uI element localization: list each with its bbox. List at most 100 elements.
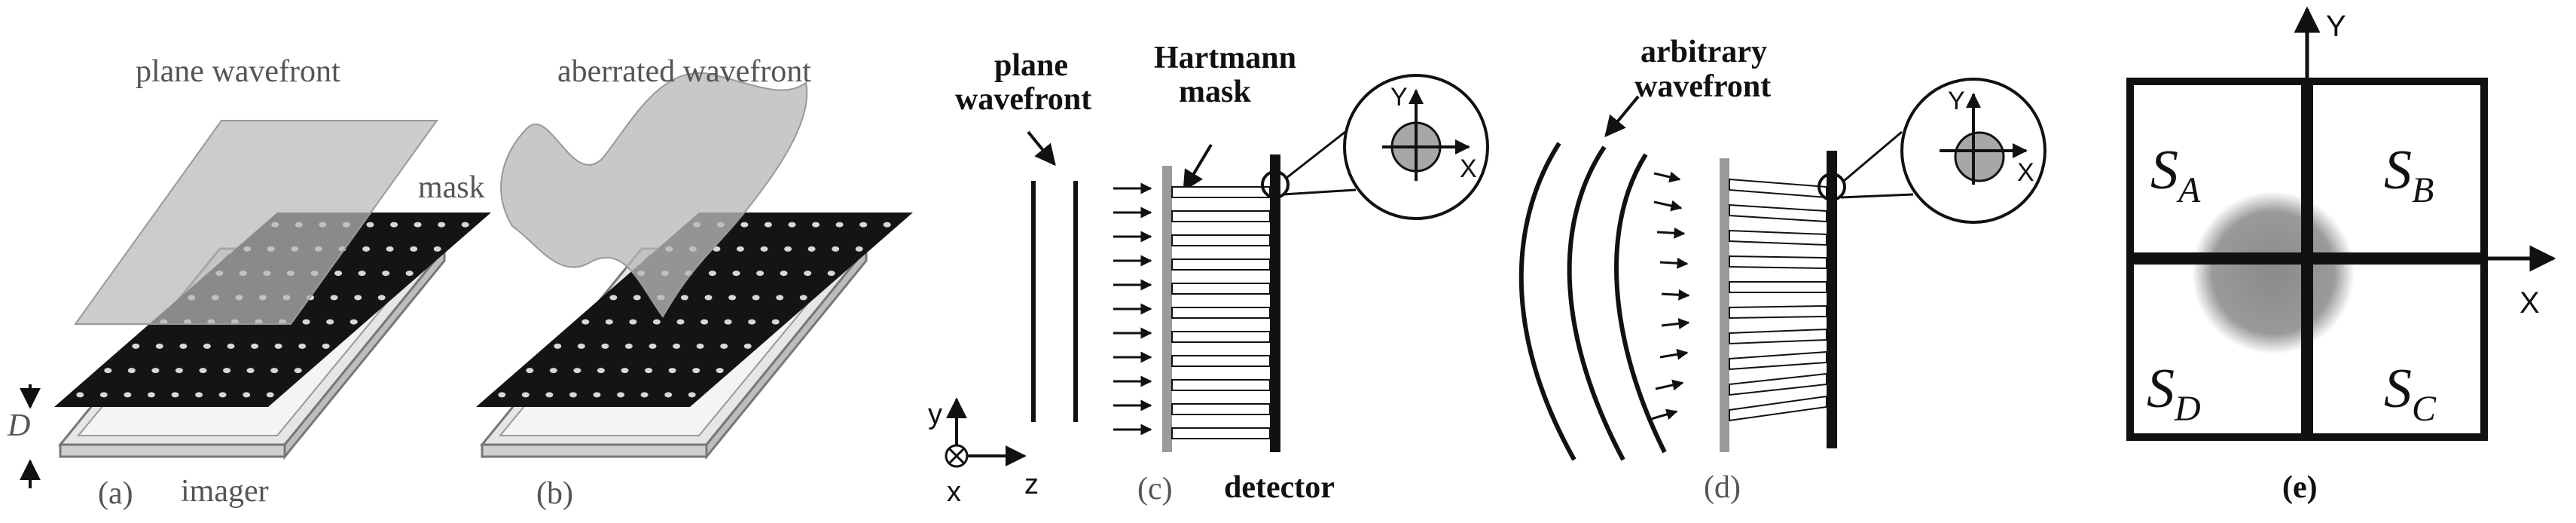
hartmann-mask-label-2: mask <box>1179 75 1251 109</box>
mask-hole <box>498 392 506 398</box>
mask-hole <box>664 392 673 398</box>
mask-hole <box>382 271 390 277</box>
mask-hole <box>195 392 203 398</box>
mask-hole <box>521 392 530 398</box>
mask-hole <box>645 368 653 374</box>
mask-hole <box>433 246 441 252</box>
distorted-ray-arrow <box>1655 379 1684 391</box>
axis-x-label: x <box>947 476 961 508</box>
zoom-d-x-label: X <box>2017 158 2034 187</box>
distorted-beamlets <box>1729 178 1827 422</box>
mask-hole <box>354 295 362 301</box>
mask-hole <box>764 222 772 228</box>
arbitrary-wavefront-3 <box>1614 153 1667 454</box>
distorted-ray-arrow <box>1661 318 1690 329</box>
mask-hole <box>366 222 374 228</box>
mask-hole <box>748 319 756 325</box>
mask-hole <box>605 319 613 325</box>
mask-hole <box>298 343 307 349</box>
panel-a-title: plane wavefront <box>136 54 340 89</box>
zoom-link-1 <box>1286 130 1346 179</box>
mask-hole <box>171 392 179 398</box>
distorted-beamlet <box>1729 178 1827 199</box>
panel-c-wavefront-label-1: plane <box>994 48 1068 83</box>
mask-hole <box>414 222 422 228</box>
zoom-link-d2 <box>1840 193 1914 199</box>
panel-c-wavefront-label-2: wavefront <box>955 82 1091 117</box>
detector-d <box>1827 151 1837 448</box>
beamlet <box>1171 331 1271 343</box>
panel-d-wavefront-label-2: wavefront <box>1634 69 1771 104</box>
detector <box>1270 154 1280 452</box>
mask-hole <box>713 246 721 252</box>
mask-hole <box>179 343 188 349</box>
mask-hole <box>609 295 618 301</box>
mask-hole <box>175 368 183 374</box>
mask-hole <box>274 343 282 349</box>
mask-hole <box>127 368 136 374</box>
mask-hole <box>151 368 160 374</box>
panel-b: aberrated wavefront (b) <box>476 54 913 511</box>
arbitrary-wavefront-2 <box>1567 145 1625 461</box>
mask-hole <box>390 222 398 228</box>
distorted-ray-arrow <box>1656 227 1686 239</box>
mask-hole <box>720 343 728 349</box>
mask-hole <box>386 246 394 252</box>
distorted-beamlet <box>1729 281 1827 293</box>
aberrated-wavefront <box>500 72 808 318</box>
mask-hole <box>780 271 788 277</box>
mask-hole <box>577 343 585 349</box>
quadrant-label-c: SC <box>2384 358 2437 429</box>
e-axis-y-label: Y <box>2326 10 2346 43</box>
mask-hole <box>322 343 330 349</box>
mask-hole <box>405 271 414 277</box>
mask-hole <box>673 343 681 349</box>
mask-hole <box>732 271 740 277</box>
mask-hole <box>688 392 696 398</box>
distorted-beamlet <box>1729 229 1827 246</box>
beamlet <box>1171 210 1271 222</box>
detector-label: detector <box>1224 470 1335 505</box>
distorted-ray-arrows <box>1650 171 1690 421</box>
arbitrary-pointer-arrow <box>1604 95 1640 138</box>
panel-b-title: aberrated wavefront <box>557 54 811 89</box>
mask-hole <box>124 392 132 398</box>
distorted-ray-arrow <box>1661 289 1690 301</box>
panel-d-wavefront-label-1: arbitrary <box>1641 35 1767 69</box>
panel-b-caption: (b) <box>536 476 573 511</box>
mask-hole <box>676 319 685 325</box>
zoom-c-y-label: Y <box>1390 83 1408 112</box>
mask-hole <box>617 392 625 398</box>
mask-hole <box>203 343 211 349</box>
mask-hole <box>377 295 386 301</box>
beamlet <box>1171 186 1271 198</box>
beamlets <box>1171 186 1271 439</box>
mask-pointer-arrow <box>1183 143 1213 192</box>
mask-hole <box>784 246 792 252</box>
zoom-c-x-label: X <box>1460 154 1477 183</box>
distorted-beamlet <box>1729 328 1827 345</box>
mask-hole <box>728 295 737 301</box>
distorted-ray-arrow <box>1650 408 1678 421</box>
beamlet <box>1171 307 1271 319</box>
mask-hole <box>692 368 700 374</box>
mask-hole <box>752 295 760 301</box>
distorted-beamlet <box>1729 255 1827 270</box>
mask-hole <box>633 295 641 301</box>
mask-hole <box>812 222 820 228</box>
mask-hole <box>243 392 251 398</box>
mask-hole <box>700 319 709 325</box>
mask-hole <box>438 222 446 228</box>
mask-hole <box>349 319 358 325</box>
panel-e-caption: (e) <box>2282 470 2318 505</box>
mask-hole <box>804 271 812 277</box>
mask-hole <box>716 368 724 374</box>
mask-hole <box>545 392 554 398</box>
mask-hole <box>756 271 765 277</box>
mask-hole <box>835 222 844 228</box>
mask-hole <box>549 368 557 374</box>
mask-hole <box>652 319 661 325</box>
mask-hole <box>223 368 231 374</box>
mask-hole <box>270 368 279 374</box>
